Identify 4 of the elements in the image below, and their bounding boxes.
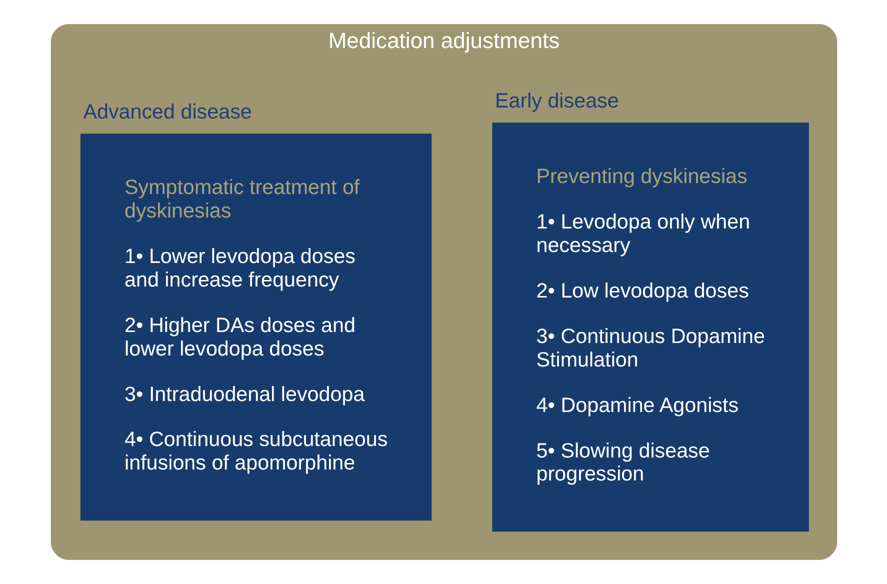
- node-box: Preventing dyskinesias 1• Levodopa only when necessary 2• Low levodopa doses 3• Continuous Dopamine Stimulation 4• Dopamine Agonists 5• Slowing disease progression: [492, 122, 808, 532]
- node-box: Symptomatic treatment of dyskinesias 1• Lower levodopa doses and increase frequency 2• Higher DAs doses and lower levodopa doses 3• Intraduodenal levodopa 4• Continuous subcutaneous infusions of apomorphine: [80, 134, 432, 521]
- node-label: Early disease: [494, 89, 618, 112]
- node-label: Advanced disease: [82, 100, 252, 124]
